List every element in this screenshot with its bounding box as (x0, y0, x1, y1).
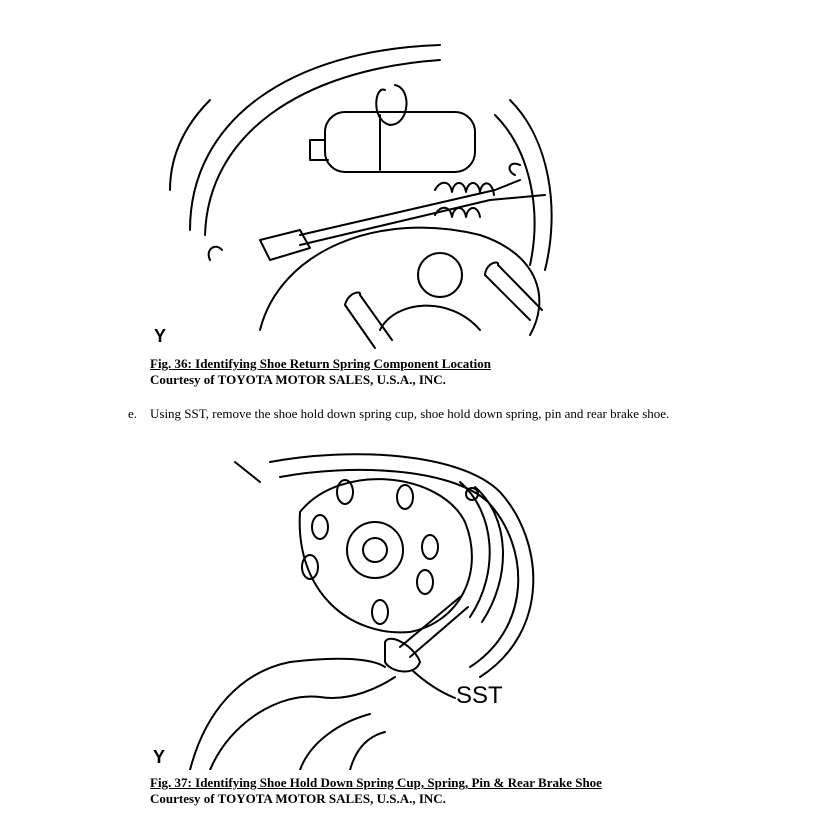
figure-36-title: Fig. 36: Identifying Shoe Return Spring … (150, 356, 491, 371)
figure-37-caption: Fig. 37: Identifying Shoe Hold Down Spri… (150, 775, 602, 807)
figure-36-credit: Courtesy of TOYOTA MOTOR SALES, U.S.A., … (150, 372, 446, 387)
sst-callout-label: SST (456, 682, 503, 709)
figure-36-illustration (150, 30, 570, 350)
figure-37-marker: Y (153, 747, 166, 767)
figure-36-marker: Y (154, 326, 167, 346)
step-e: e. Using SST, remove the shoe hold down … (128, 405, 698, 422)
step-e-text: Using SST, remove the shoe hold down spr… (150, 406, 670, 421)
figure-37-title: Fig. 37: Identifying Shoe Hold Down Spri… (150, 775, 602, 790)
figure-37-illustration (150, 452, 570, 770)
figure-36-caption: Fig. 36: Identifying Shoe Return Spring … (150, 356, 491, 388)
figure-37-credit: Courtesy of TOYOTA MOTOR SALES, U.S.A., … (150, 791, 446, 806)
step-e-letter: e. (128, 406, 138, 421)
